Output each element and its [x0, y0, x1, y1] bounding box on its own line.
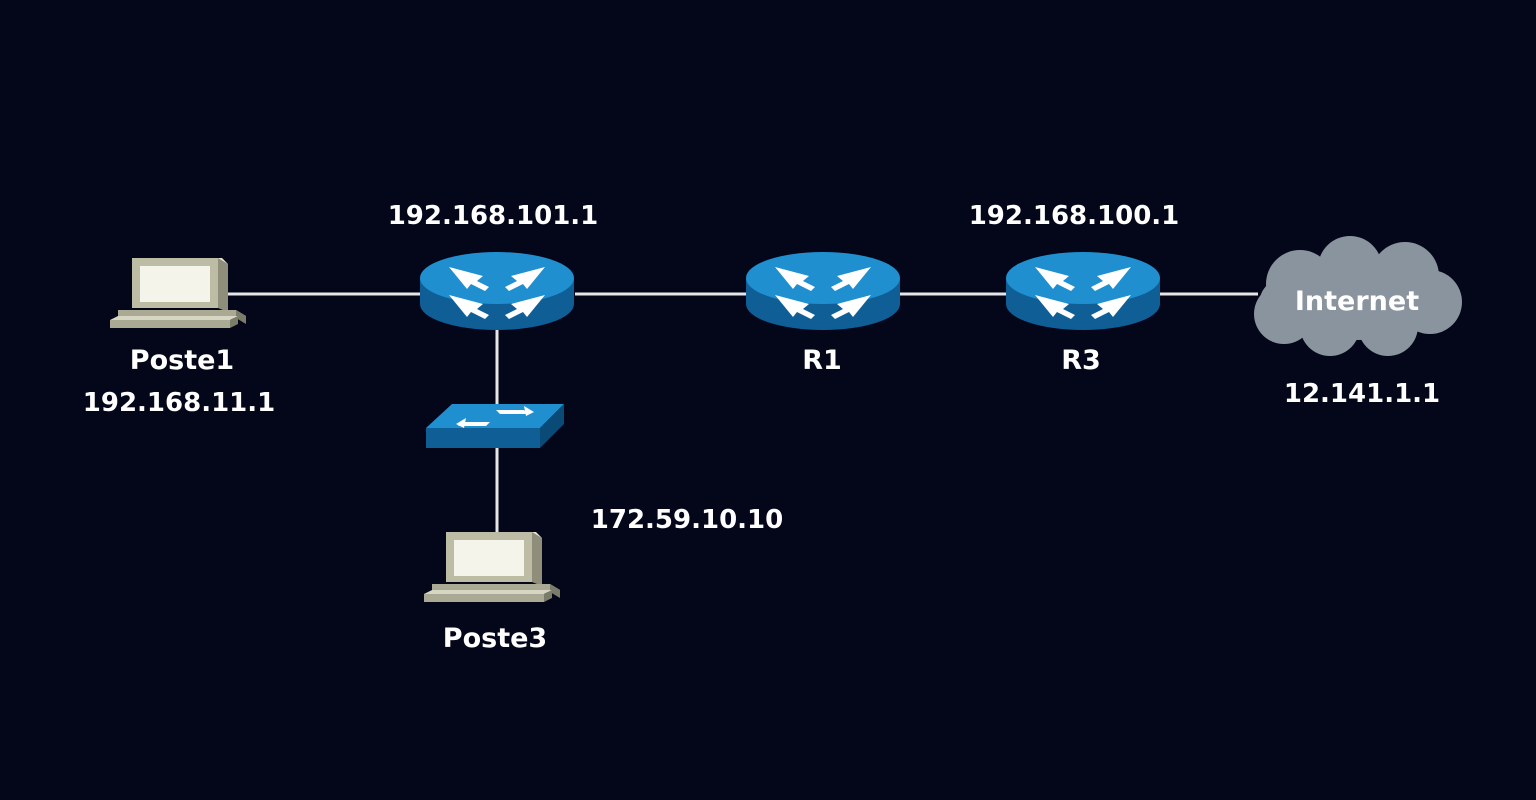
r3-label: R3: [1061, 345, 1101, 376]
r1-label: R1: [802, 345, 842, 376]
poste1-ip-label: 192.168.11.1: [83, 388, 275, 418]
computer-icon[interactable]: [424, 532, 560, 602]
router-icon[interactable]: [746, 252, 900, 330]
router-left-ip-label: 192.168.101.1: [388, 201, 599, 231]
computer-icon[interactable]: [110, 258, 246, 328]
r3-ip-label: 192.168.100.1: [969, 201, 1180, 231]
router-icon[interactable]: [1006, 252, 1160, 330]
router-icon[interactable]: [420, 252, 574, 330]
internet-label: Internet: [1295, 286, 1419, 317]
links: [224, 292, 1258, 532]
poste1-label: Poste1: [130, 345, 234, 376]
cloud-icon[interactable]: [1254, 236, 1462, 356]
poste3-label: Poste3: [443, 623, 547, 654]
switch-icon[interactable]: [426, 404, 564, 448]
switch-ip-label: 172.59.10.10: [591, 505, 783, 535]
internet-ip-label: 12.141.1.1: [1284, 379, 1440, 409]
